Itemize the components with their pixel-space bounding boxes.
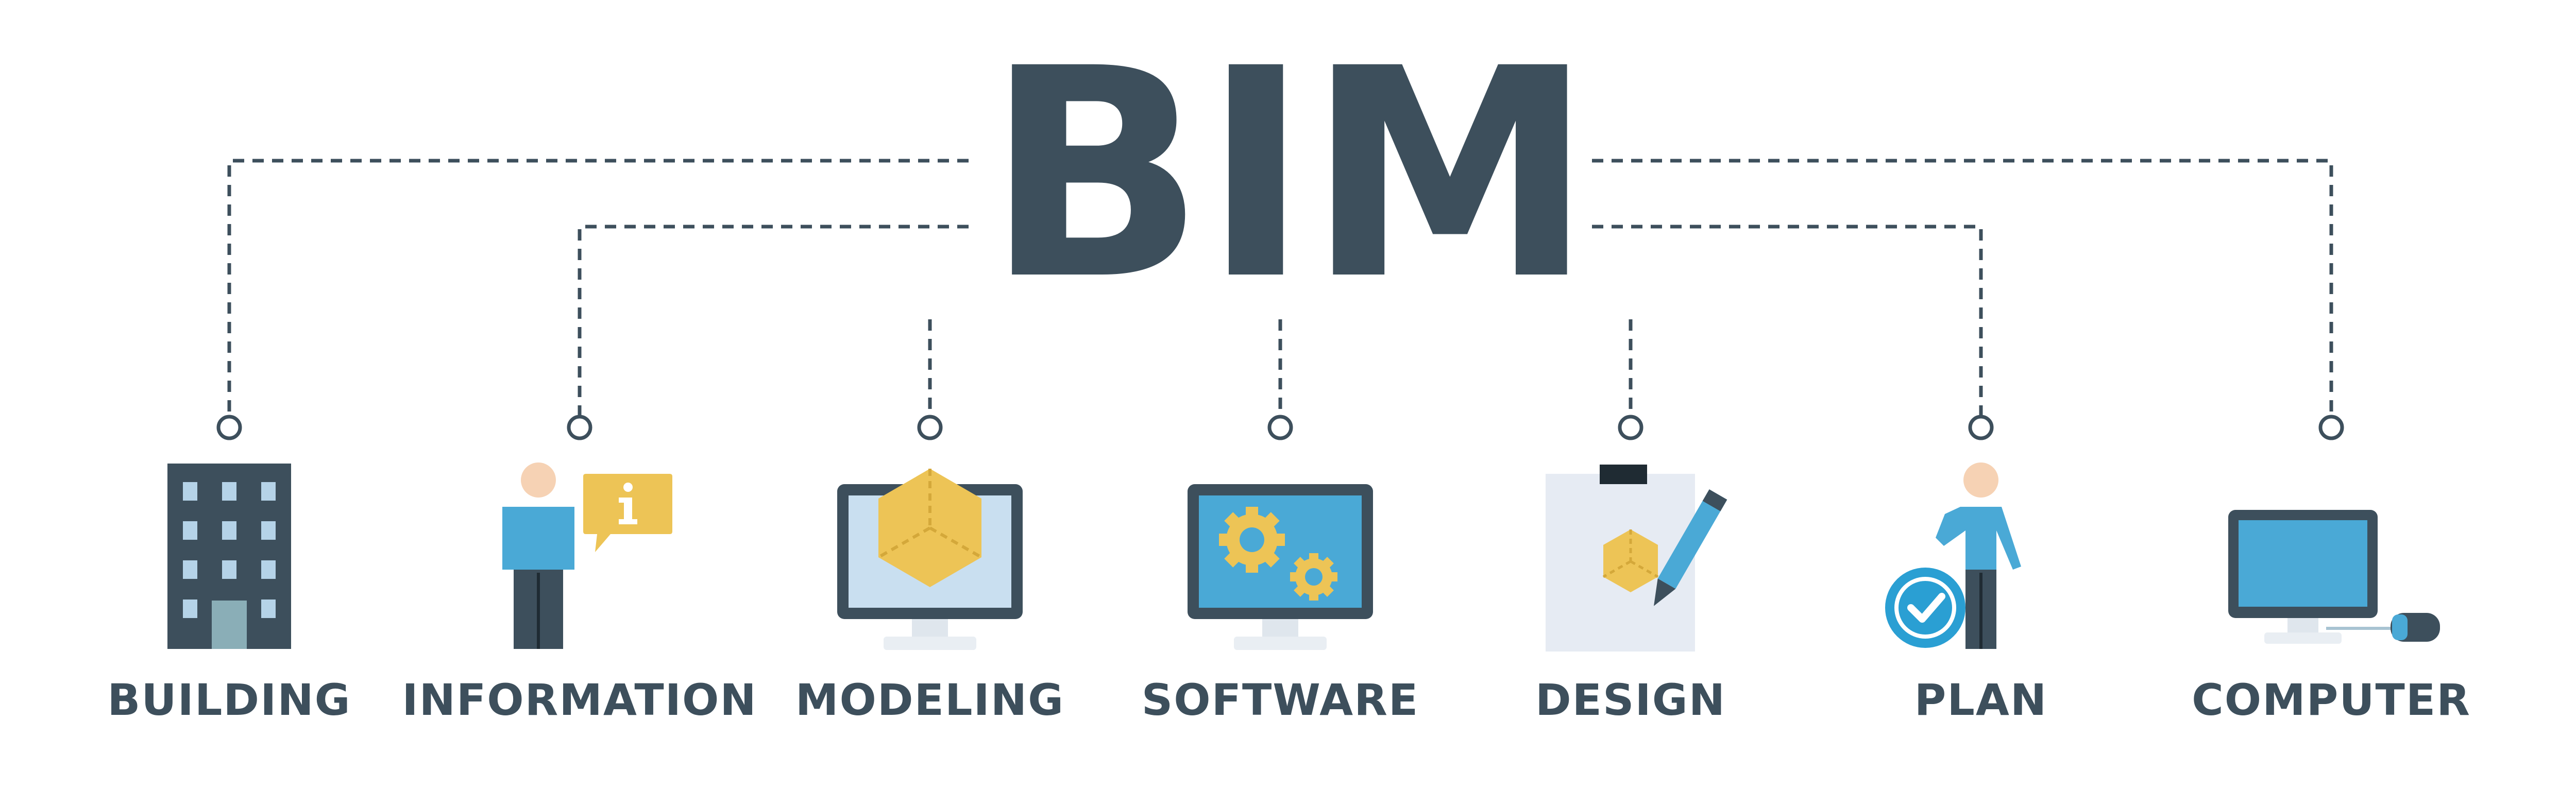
connector-information [578, 225, 969, 416]
person-info-icon [502, 462, 672, 649]
connector-plan [1592, 225, 1983, 416]
connector-node-computer [2318, 415, 2344, 440]
item-design: DESIGN [1450, 453, 1811, 742]
connector-building [227, 159, 969, 416]
connector-node-building [216, 415, 242, 440]
label-information: INFORMATION [402, 675, 757, 725]
monitor-gears-icon [1188, 484, 1373, 650]
computer-mouse-icon [2228, 510, 2440, 644]
connector-node-information [567, 415, 592, 440]
label-design: DESIGN [1535, 675, 1726, 725]
connector-node-design [1618, 415, 1643, 440]
label-plan: PLAN [1914, 675, 2048, 725]
connector-node-modeling [917, 415, 943, 440]
building-icon [167, 464, 291, 649]
item-modeling: MODELING [750, 453, 1110, 742]
item-building: BUILDING [49, 453, 410, 742]
person-check-icon [1885, 462, 2021, 649]
item-plan: PLAN [1801, 453, 2161, 742]
page-title: BIM [985, 7, 1594, 343]
connector-node-software [1267, 415, 1293, 440]
label-computer: COMPUTER [2192, 675, 2471, 725]
label-modeling: MODELING [795, 675, 1065, 725]
item-computer: COMPUTER [2151, 453, 2512, 742]
monitor-cube-icon [837, 469, 1023, 650]
item-software: SOFTWARE [1100, 453, 1461, 742]
connector-computer [1592, 159, 2333, 416]
label-software: SOFTWARE [1141, 675, 1419, 725]
design-pencil-icon [1546, 465, 1727, 652]
item-information: INFORMATION [399, 453, 760, 742]
label-building: BUILDING [107, 675, 351, 725]
connector-node-plan [1968, 415, 1994, 440]
